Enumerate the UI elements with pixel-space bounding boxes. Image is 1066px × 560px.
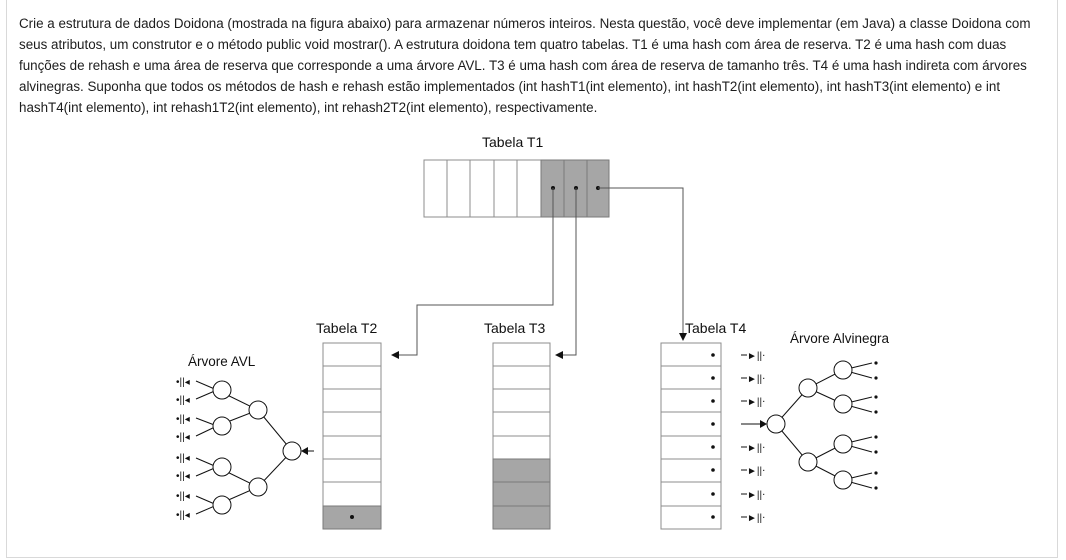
t1-table — [423, 159, 542, 218]
avl-null-markers: •||◂ •||◂ •||◂ •||◂ •||◂ •||◂ •||◂ •||◂ — [176, 377, 190, 521]
rb-null-markers — [874, 361, 878, 490]
svg-text:•||◂: •||◂ — [176, 453, 190, 464]
question-frame — [6, 0, 1058, 558]
t1-reserve-area — [540, 159, 610, 218]
t3-reserve-area — [492, 458, 551, 530]
svg-text:•||◂: •||◂ — [176, 510, 190, 521]
t4-pointer-arrow — [679, 333, 687, 341]
svg-text:•||◂: •||◂ — [176, 432, 190, 443]
t2-table — [322, 342, 382, 530]
t2-pointer-arrow — [391, 351, 399, 359]
svg-text:►||‧: ►||‧ — [747, 466, 765, 477]
svg-text:►||‧: ►||‧ — [747, 397, 765, 408]
rb-root-arrow — [760, 420, 767, 428]
svg-text:►||‧: ►||‧ — [747, 490, 765, 501]
t2-reserve-pointer — [350, 515, 354, 519]
svg-text:•||◂: •||◂ — [176, 414, 190, 425]
svg-text:•||◂: •||◂ — [176, 491, 190, 502]
avl-root-arrow — [301, 447, 308, 455]
svg-text:•||◂: •||◂ — [176, 395, 190, 406]
svg-text:•||◂: •||◂ — [176, 377, 190, 388]
t4-pointers — [711, 353, 764, 519]
svg-text:►||‧: ►||‧ — [747, 513, 765, 524]
t1-label: Tabela T1 — [482, 134, 543, 150]
rb-tree — [766, 360, 873, 490]
svg-text:►||‧: ►||‧ — [747, 351, 765, 362]
t4-label: Tabela T4 — [685, 320, 746, 336]
avl-tree — [195, 380, 302, 515]
svg-text:►||‧: ►||‧ — [747, 374, 765, 385]
t4-null-markers: ►||‧ ►||‧ ►||‧ ►||‧ ►||‧ ►||‧ ►||‧ — [747, 351, 765, 524]
question-text: Crie a estrutura de dados Doidona (mostr… — [19, 16, 1031, 115]
avl-label: Árvore AVL — [188, 354, 256, 369]
t3-label: Tabela T3 — [484, 320, 545, 336]
svg-text:►||‧: ►||‧ — [747, 443, 765, 454]
rb-label: Árvore Alvinegra — [790, 331, 890, 346]
t4-table — [660, 342, 722, 530]
t2-label: Tabela T2 — [316, 320, 377, 336]
svg-text:•||◂: •||◂ — [176, 471, 190, 482]
t3-pointer-arrow — [555, 351, 563, 359]
